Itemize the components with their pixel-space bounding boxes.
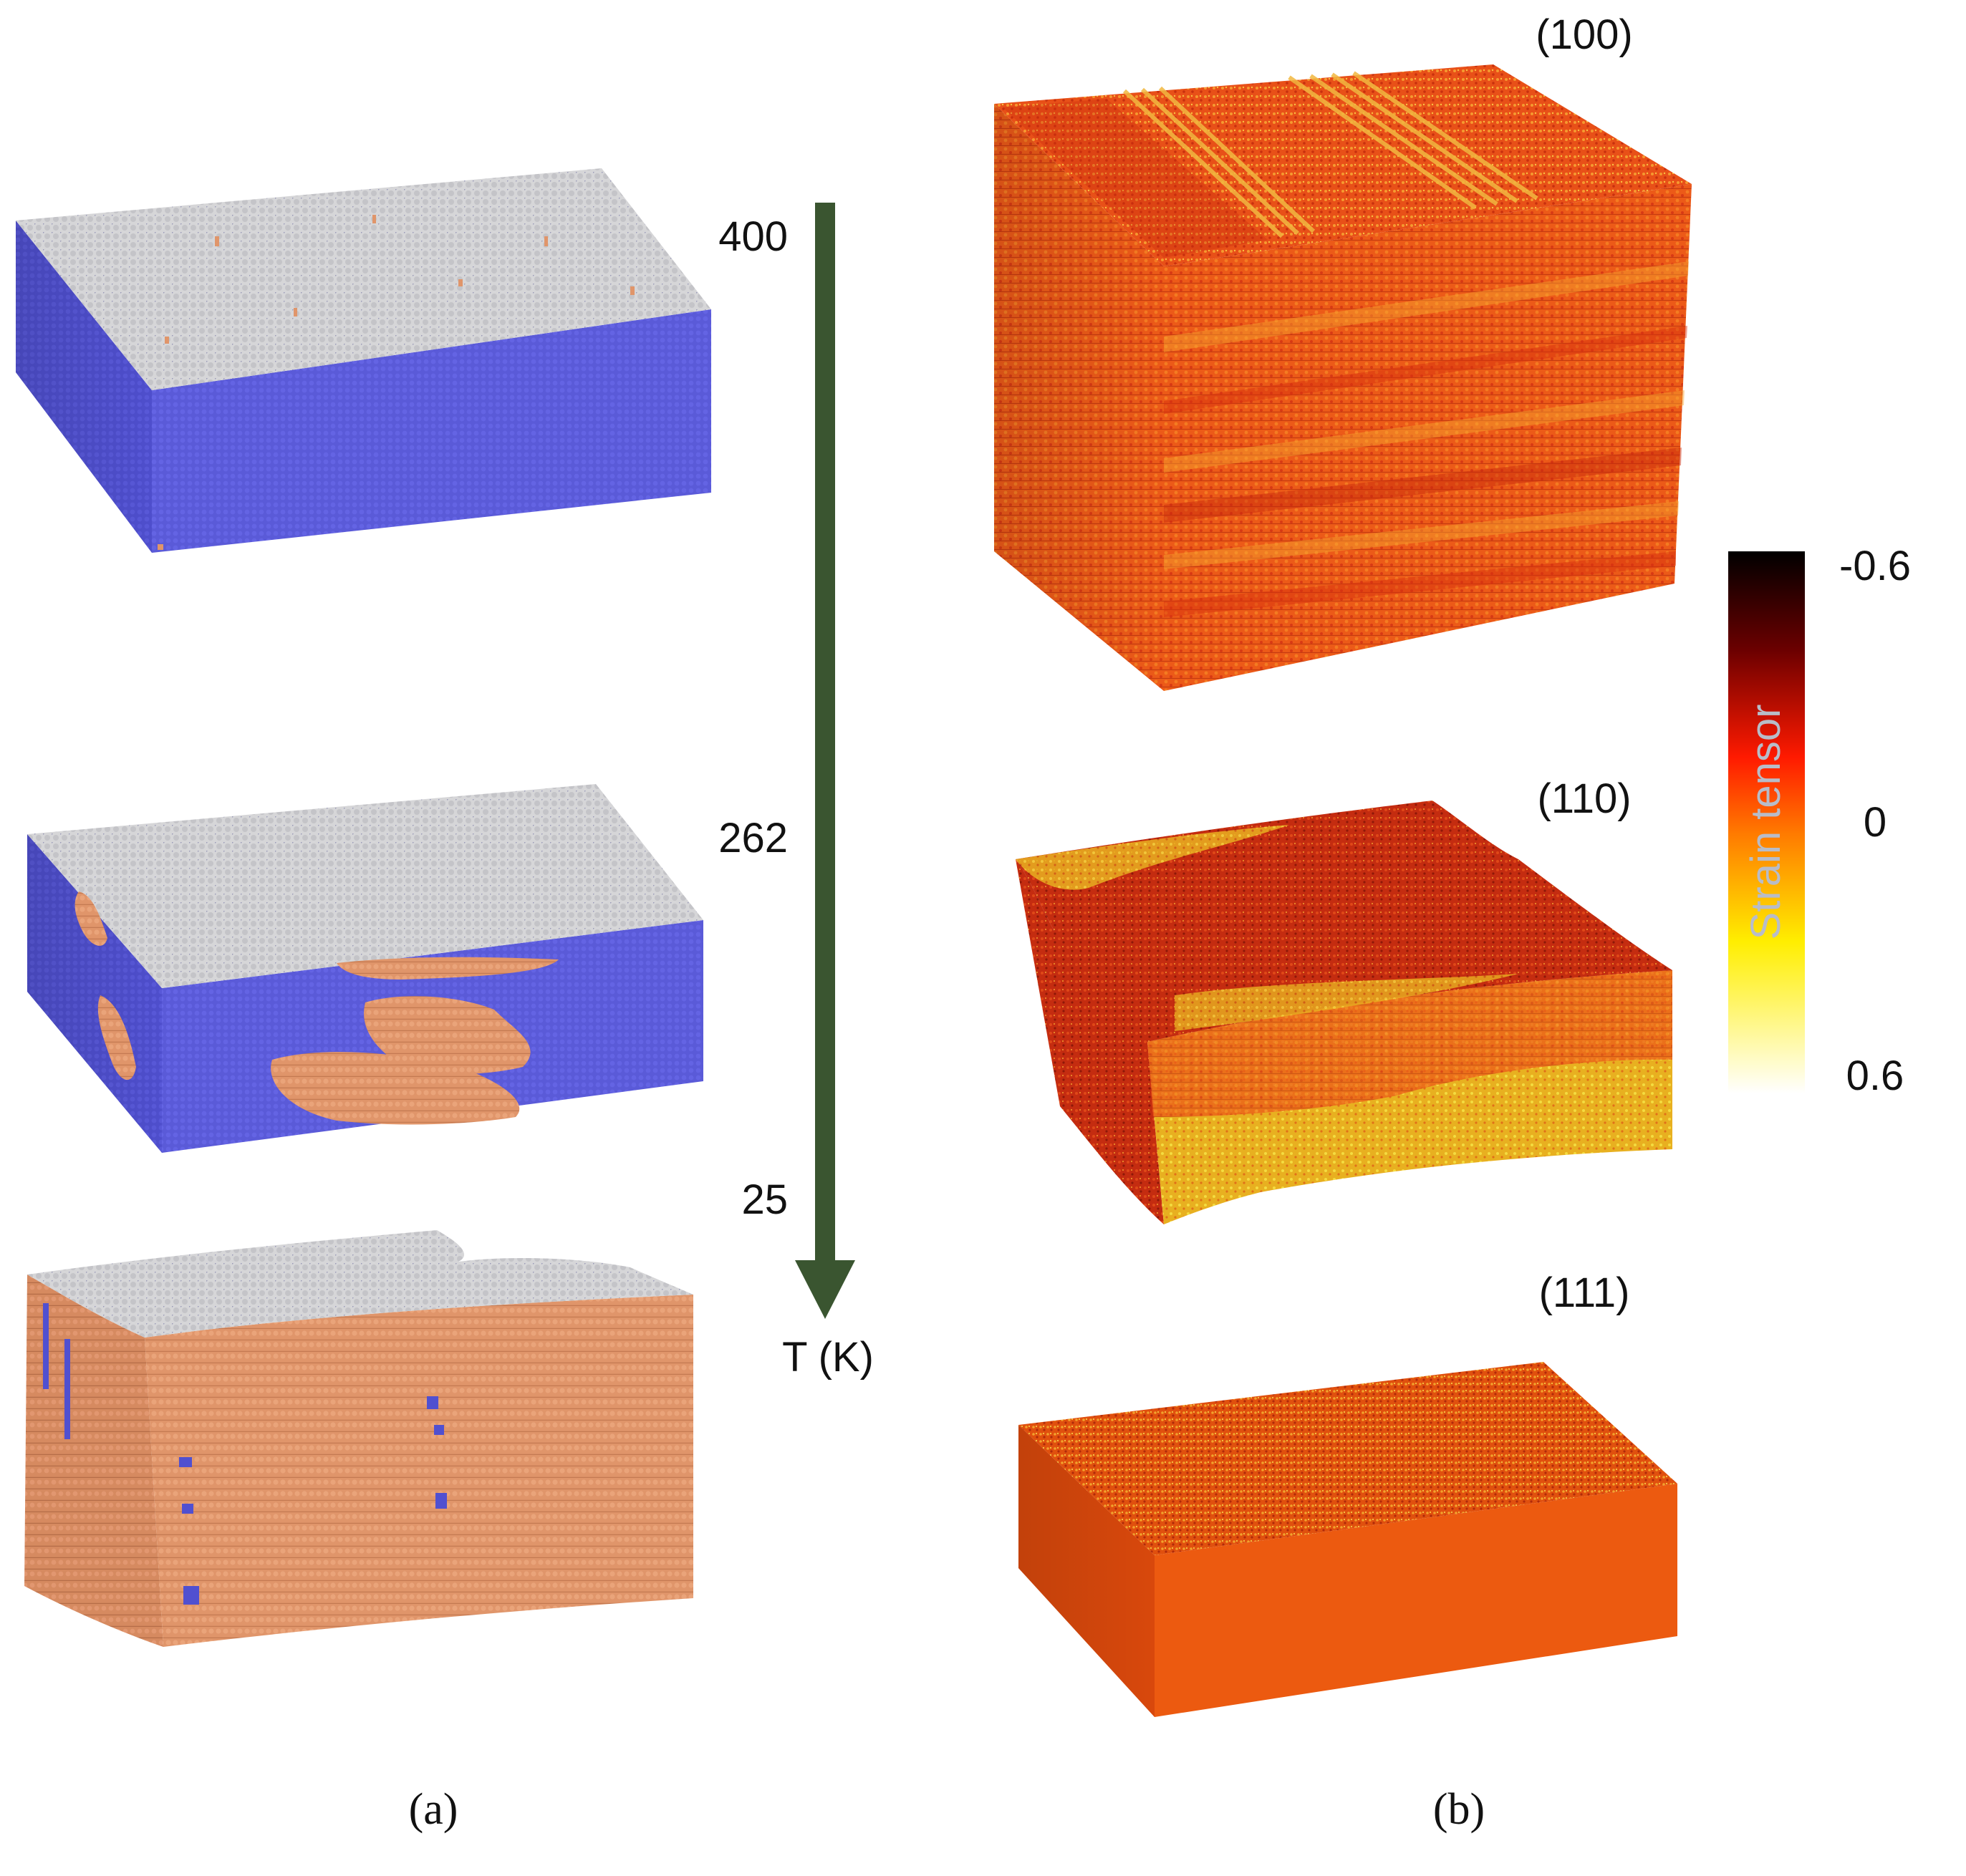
cube-100-front: [1164, 184, 1692, 691]
slab-110-top: [1016, 801, 1672, 1042]
label-100: (100): [1536, 11, 1632, 58]
slab-111-side-shade: [1018, 1425, 1155, 1717]
colorbar-tick-zero: 0: [1864, 799, 1887, 846]
colorbar-tick-min: -0.6: [1839, 543, 1911, 589]
cube-100: [994, 64, 1692, 691]
slab-25k: [24, 1230, 693, 1647]
panel-a: 400 262 25 T (K) (a): [16, 168, 874, 1834]
tick-25: 25: [741, 1176, 788, 1223]
slab-111-front: [1155, 1484, 1677, 1717]
slab-110-top-yellow-2: [1175, 974, 1518, 1031]
slab-25k-front: [145, 1295, 693, 1647]
arrow-shaft: [815, 203, 835, 1264]
slab-110: [1016, 801, 1672, 1224]
slab-25k-side: [24, 1275, 163, 1647]
temperature-axis-label: T (K): [782, 1334, 874, 1381]
slab-262k-orange-regions: [74, 891, 559, 1125]
slab-262k: [27, 784, 703, 1153]
panel-a-caption: (a): [409, 1785, 458, 1834]
label-110: (110): [1537, 775, 1631, 822]
arrow-head: [795, 1260, 855, 1319]
panel-b: (100) (110) (111) Strain tensor -0.6 0 0…: [994, 11, 1911, 1834]
slab-111: [1018, 1362, 1677, 1717]
slab-111-top: [1018, 1362, 1677, 1555]
colorbar: Strain tensor -0.6 0 0.6: [1728, 543, 1911, 1099]
slab-110-top-yellow: [1016, 825, 1289, 890]
cube-100-front-bands: [1164, 261, 1689, 617]
panel-b-caption: (b): [1433, 1785, 1485, 1834]
slab-110-side: [1016, 859, 1164, 1224]
cube-100-side-shade: [994, 104, 1164, 691]
tick-262: 262: [718, 815, 788, 861]
colorbar-gradient: [1728, 551, 1805, 1093]
slab-25k-blue-spots: [43, 1303, 447, 1605]
cube-100-top-stripes: [1122, 71, 1538, 238]
slab-400k-front: [152, 309, 711, 553]
slab-400k: [16, 168, 711, 553]
colorbar-tick-max: 0.6: [1846, 1053, 1904, 1099]
slab-400k-top: [16, 168, 711, 390]
label-111: (111): [1539, 1270, 1630, 1316]
slab-262k-top: [27, 784, 703, 988]
slab-400k-defects: [158, 215, 635, 550]
tick-400: 400: [718, 213, 788, 260]
slab-25k-top: [27, 1230, 693, 1338]
cube-100-top-dark: [1003, 99, 1268, 258]
slab-110-front-red: [1147, 970, 1672, 1117]
colorbar-title: Strain tensor: [1743, 705, 1789, 940]
slab-400k-side-shade: [16, 221, 152, 553]
temperature-arrow: [795, 203, 855, 1319]
